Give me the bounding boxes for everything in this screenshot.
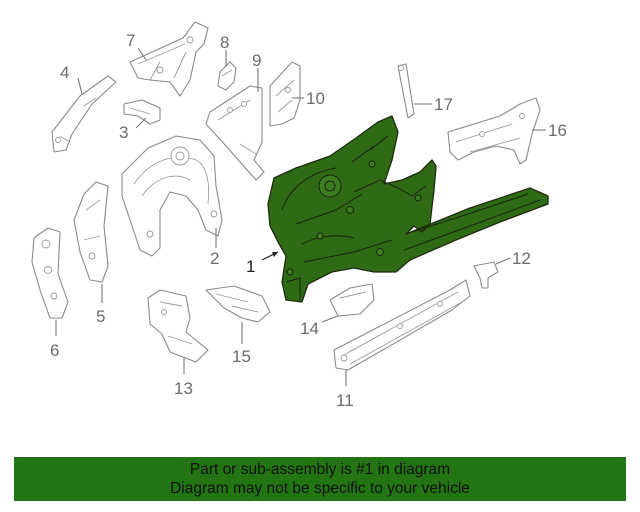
- callout-9[interactable]: 9: [252, 51, 261, 70]
- banner-line-1: Part or sub-assembly is #1 in diagram: [189, 461, 451, 478]
- callout-14[interactable]: 14: [300, 319, 319, 338]
- callout-4[interactable]: 4: [60, 63, 69, 82]
- part-14[interactable]: [329, 283, 375, 317]
- part-13[interactable]: [147, 289, 209, 363]
- part-5[interactable]: [73, 181, 109, 283]
- part-17[interactable]: [397, 63, 415, 119]
- callout-3[interactable]: 3: [119, 123, 128, 142]
- callout-17[interactable]: 17: [434, 95, 453, 114]
- part-9[interactable]: [205, 85, 265, 181]
- callout-labels: 1 2 3 4 5 6 7 8 9 10 11 12 13 14 15 16 1…: [50, 31, 567, 410]
- callout-16[interactable]: 16: [548, 121, 567, 140]
- part-7[interactable]: [129, 21, 209, 97]
- banner-line-2: Diagram may not be specific to your vehi…: [170, 480, 470, 497]
- part-6[interactable]: [31, 227, 69, 319]
- callout-15[interactable]: 15: [232, 347, 251, 366]
- part-15[interactable]: [205, 285, 271, 323]
- callout-11[interactable]: 11: [336, 391, 354, 410]
- callout-13[interactable]: 13: [174, 379, 193, 398]
- callout-2[interactable]: 2: [210, 249, 219, 268]
- part-11[interactable]: [333, 279, 471, 371]
- callout-8[interactable]: 8: [220, 33, 229, 52]
- part-10[interactable]: [269, 61, 301, 127]
- callout-10[interactable]: 10: [306, 89, 325, 108]
- part-4[interactable]: [51, 75, 117, 153]
- part-12[interactable]: [473, 261, 499, 289]
- part-2[interactable]: [121, 135, 223, 257]
- leader-lines: [55, 47, 546, 386]
- part-16[interactable]: [447, 97, 541, 165]
- info-banner: Part or sub-assembly is #1 in diagram Di…: [14, 457, 626, 501]
- callout-6[interactable]: 6: [50, 341, 59, 360]
- part-8[interactable]: [217, 61, 237, 91]
- part-3[interactable]: [123, 99, 161, 125]
- callout-12[interactable]: 12: [512, 249, 531, 268]
- part-1-main-assembly[interactable]: [267, 115, 549, 303]
- callout-5[interactable]: 5: [96, 307, 105, 326]
- callout-1[interactable]: 1: [246, 257, 255, 276]
- callout-7[interactable]: 7: [126, 31, 135, 50]
